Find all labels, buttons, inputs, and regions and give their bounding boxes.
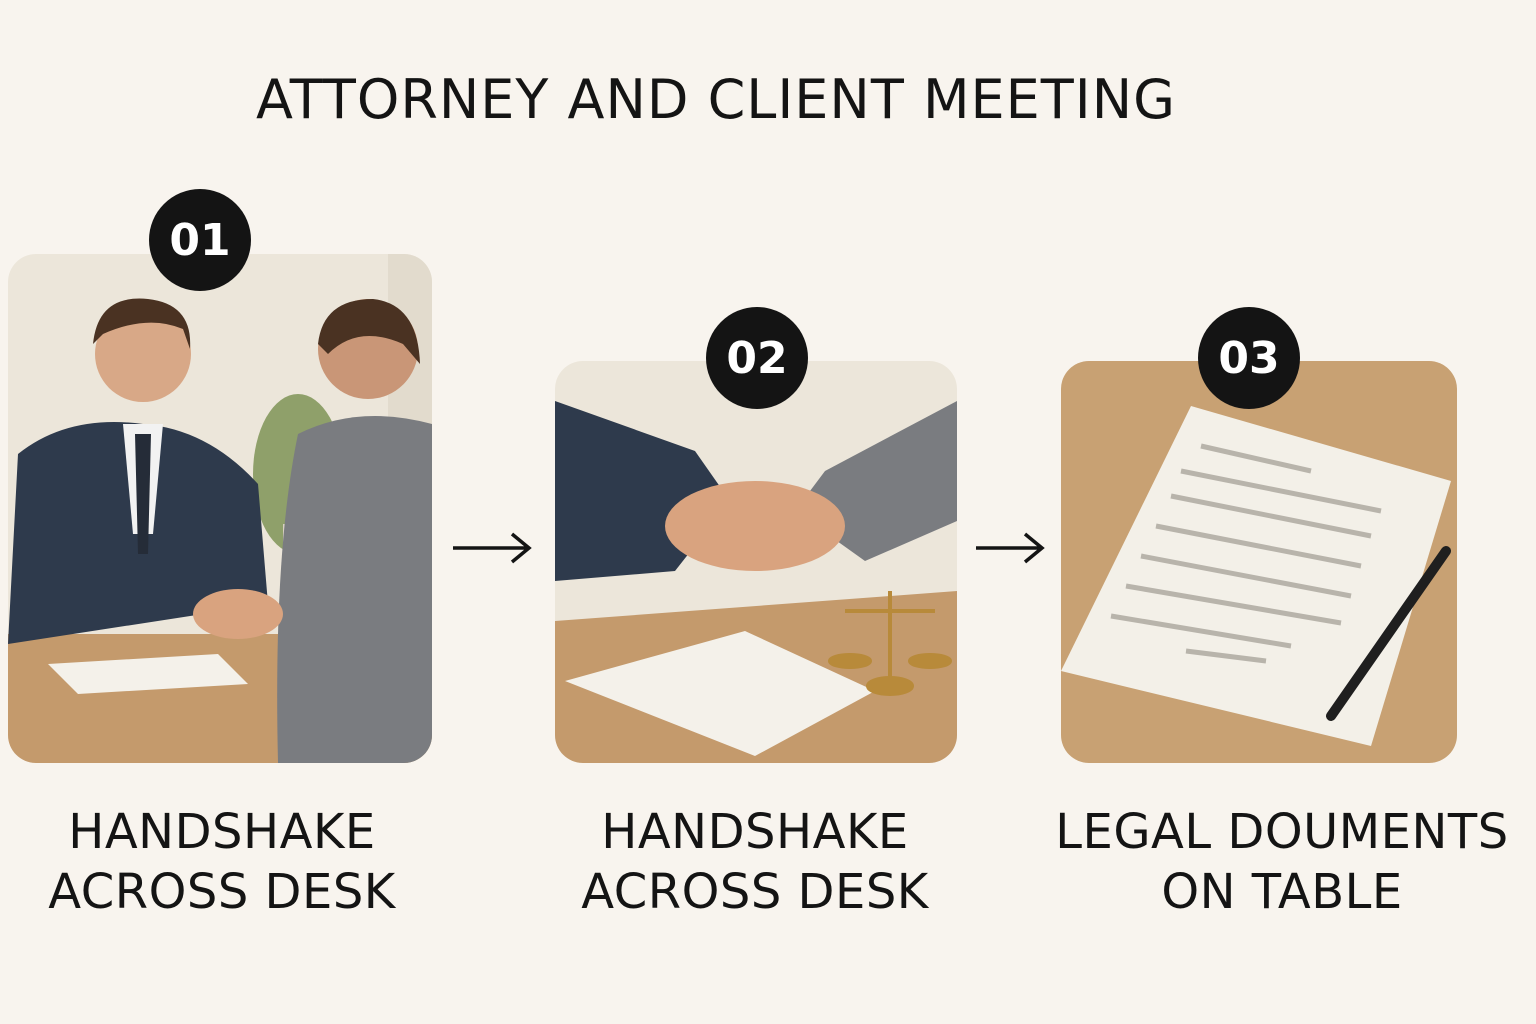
step-1-image [8, 254, 432, 763]
step-2-image [555, 361, 957, 763]
caption-line: ACROSS DESK [581, 864, 929, 920]
step-3-image [1061, 361, 1457, 763]
caption-line: ACROSS DESK [48, 864, 396, 920]
step-1-caption: HANDSHAKE ACROSS DESK [0, 802, 444, 922]
caption-line: HANDSHAKE [68, 804, 376, 860]
caption-line: LEGAL DOUMENTS [1055, 804, 1509, 860]
step-2-caption: HANDSHAKE ACROSS DESK [535, 802, 975, 922]
page-title: ATTORNEY AND CLIENT MEETING [256, 68, 1176, 131]
caption-line: HANDSHAKE [601, 804, 909, 860]
step-3-caption: LEGAL DOUMENTS ON TABLE [1030, 802, 1534, 922]
pen-icon [1326, 546, 1451, 721]
step-3-number-badge: 03 [1198, 307, 1300, 409]
arrow-right-icon [453, 532, 532, 564]
arrow-right-icon [976, 532, 1045, 564]
scales-of-justice-icon [828, 591, 952, 696]
caption-line: ON TABLE [1161, 864, 1403, 920]
step-1-number-badge: 01 [149, 189, 251, 291]
step-2-number-badge: 02 [706, 307, 808, 409]
